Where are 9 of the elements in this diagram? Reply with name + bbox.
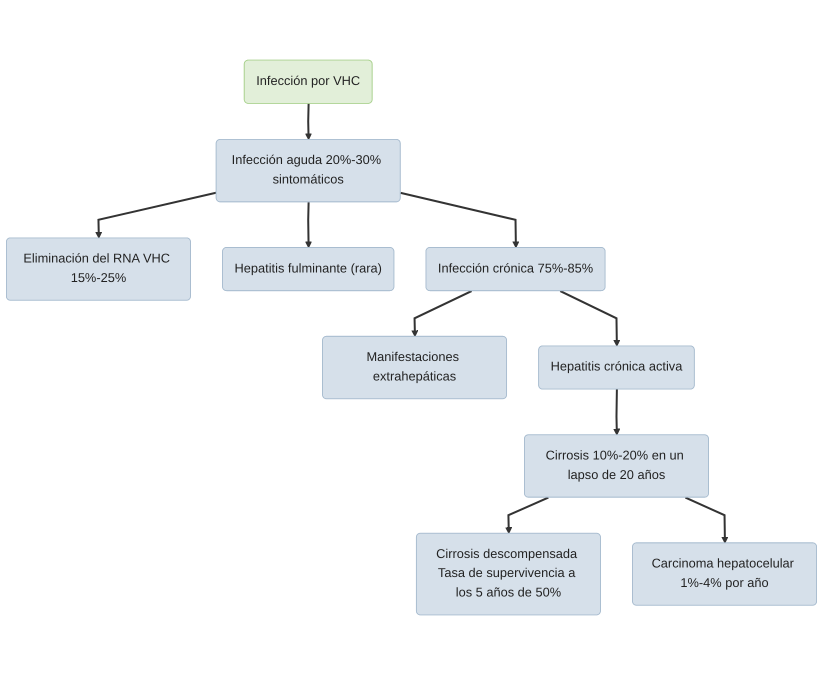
arrow	[305, 202, 312, 248]
arrow	[400, 192, 520, 248]
arrow	[411, 290, 472, 338]
arrow	[613, 390, 620, 436]
arrow	[685, 496, 728, 544]
arrow	[560, 290, 620, 347]
arrow	[505, 496, 549, 534]
arrow	[95, 192, 217, 239]
arrow	[304, 104, 312, 140]
